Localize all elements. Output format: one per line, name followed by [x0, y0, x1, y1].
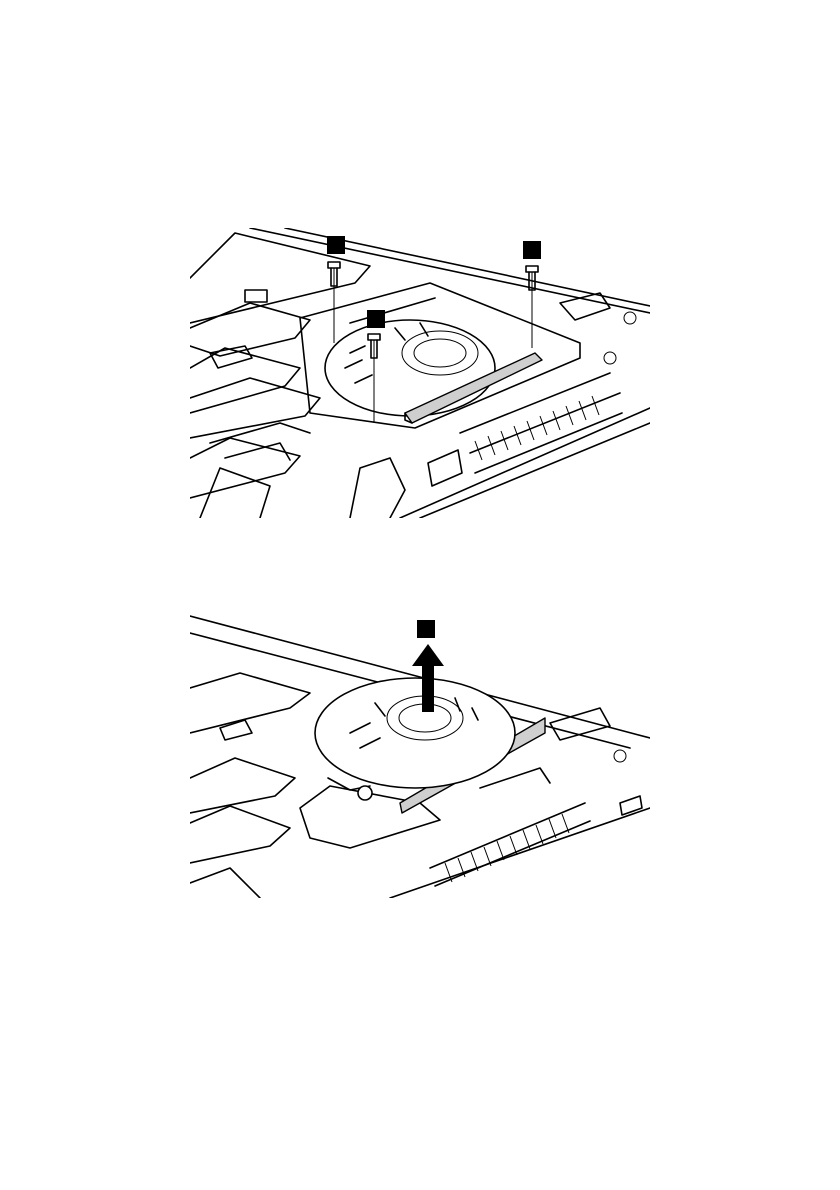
- screw-icon: [526, 266, 538, 348]
- vga-port: [428, 450, 462, 486]
- callout-3: [367, 310, 385, 328]
- screw-icon: [328, 262, 340, 343]
- fan-icon: [325, 320, 495, 416]
- fan-removal-illustration: [190, 608, 650, 898]
- vent-grille: [430, 803, 590, 886]
- laptop-base-drawing: [190, 228, 650, 518]
- callout-4: [417, 620, 435, 638]
- fan-icon: [315, 678, 515, 788]
- laptop-base-drawing: [190, 608, 650, 898]
- callout-1: [327, 236, 345, 254]
- callout-2: [523, 241, 541, 259]
- fan-screws-illustration: [190, 228, 650, 518]
